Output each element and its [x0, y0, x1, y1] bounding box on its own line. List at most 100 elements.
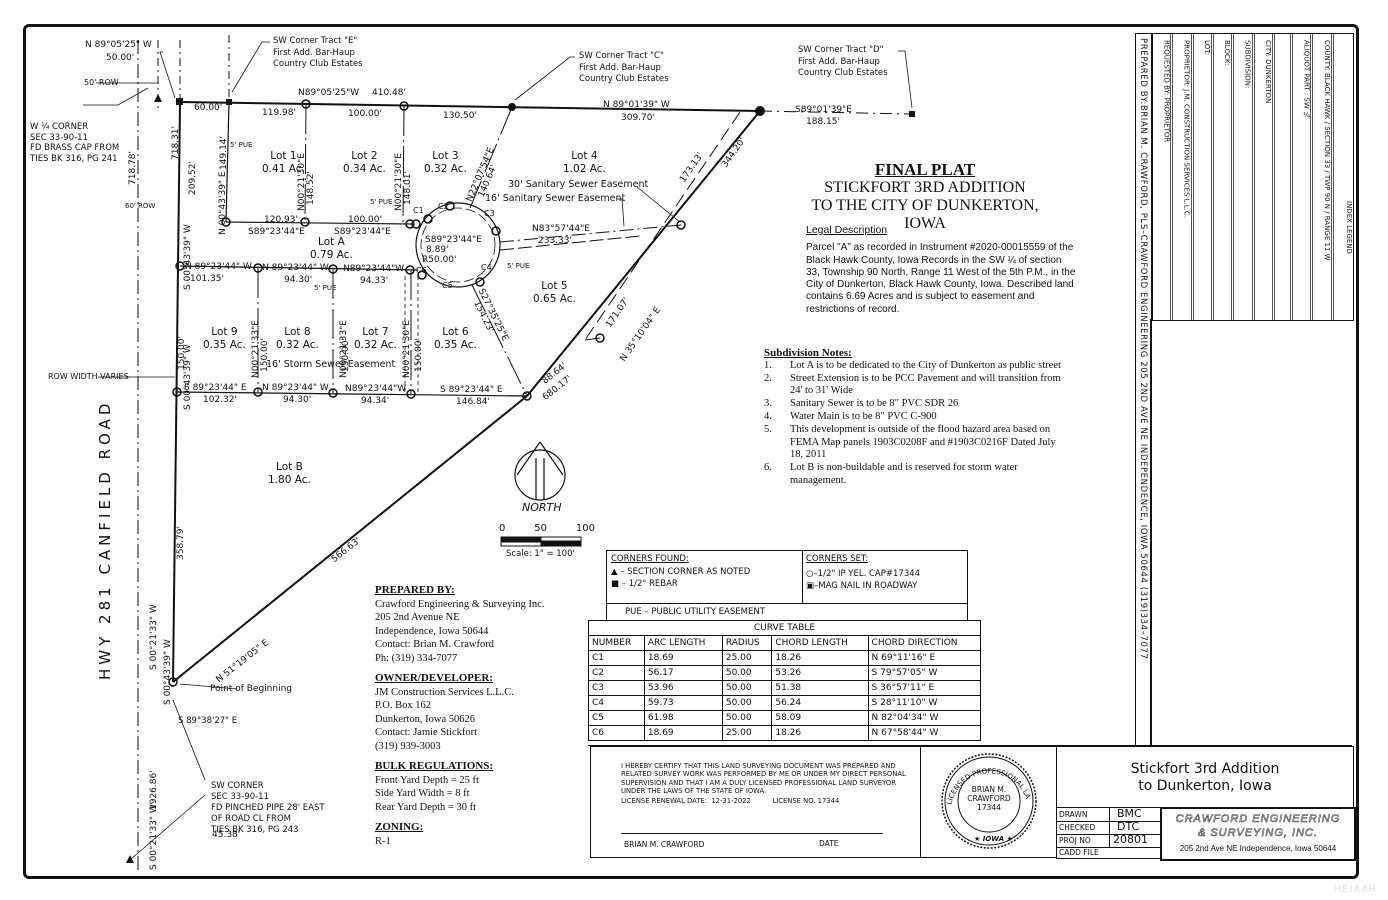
plat-subtitle-2: TO THE CITY OF DUNKERTON, IOWA: [811, 197, 1039, 232]
svg-text:188.15': 188.15': [806, 117, 840, 127]
svg-text:C3: C3: [484, 209, 495, 218]
index-row: REQUESTED BY: PROPRIETOR: [1162, 40, 1171, 143]
tract-c-note: SW Corner Tract "C" First Add. Bar-Haup …: [579, 51, 669, 86]
svg-text:94.30': 94.30': [283, 395, 311, 405]
svg-text:S 00°43'39" W: S 00°43'39" W: [183, 344, 193, 410]
prepared-strip: PREPARED BY:BRIAN M. CRAWFORD, PLS–CRAWF…: [1135, 33, 1152, 747]
svg-text:1926.86': 1926.86': [149, 770, 159, 810]
svg-text:150.00': 150.00': [260, 338, 270, 372]
svg-text:S 89°23'44" E: S 89°23'44" E: [184, 383, 247, 393]
svg-text:150.00': 150.00': [414, 338, 424, 372]
sanitary-16-label: 16' Sanitary Sewer Easement: [485, 193, 626, 204]
svg-text:S 00°21'33" W: S 00°21'33" W: [149, 804, 159, 870]
svg-text:100.00': 100.00': [348, 109, 382, 119]
svg-text:N 35°10'04" E: N 35°10'04" E: [618, 305, 663, 363]
corners-set-heading: CORNERS SET:: [806, 554, 869, 564]
svg-text:120.93': 120.93': [264, 215, 298, 225]
prepared-by: PREPARED BY: Crawford Engineering & Surv…: [375, 584, 545, 664]
scale-label: Scale: 1" = 100': [506, 549, 575, 559]
svg-text:233.33': 233.33': [538, 236, 572, 246]
plat-subtitle-1: STICKFORT 3RD ADDITION: [824, 179, 1026, 196]
svg-text:718.78': 718.78': [128, 151, 138, 185]
svg-text:C4: C4: [481, 263, 492, 272]
checked-label: CHECKED: [1059, 823, 1096, 832]
svg-text:N89°23'44"W: N89°23'44"W: [343, 264, 404, 274]
storm-16-label: 16' Storm Sewer Easement: [266, 359, 396, 370]
svg-text:171.07': 171.07': [604, 296, 632, 330]
index-row: [1271, 34, 1290, 320]
pue-note: PUE – PUBLIC UTILITY EASEMENT: [625, 607, 765, 617]
svg-text:C5: C5: [442, 281, 453, 290]
contacts-block: PREPARED BY: Crawford Engineering & Surv…: [375, 584, 575, 855]
svg-text:N 51°19'05" E: N 51°19'05" E: [215, 638, 272, 685]
square-icon: ■: [611, 579, 622, 589]
svg-text:358.79': 358.79': [176, 526, 186, 560]
index-row: LOT:: [1190, 34, 1211, 320]
watermark: HEIAAR: [1334, 884, 1378, 895]
signer-name: BRIAN M. CRAWFORD: [624, 840, 705, 849]
scale-tick: 0: [499, 523, 506, 534]
seal-state: ★ IOWA ★: [974, 835, 1013, 843]
svg-text:209.52': 209.52': [188, 161, 198, 195]
svg-text:60.00': 60.00': [194, 103, 222, 113]
svg-text:150.00': 150.00': [341, 338, 351, 372]
svg-text:94.30': 94.30': [284, 275, 312, 285]
note-item: 4.Water Main is to be 8" PVC C-900: [764, 410, 937, 422]
svg-text:N00°21'30"E: N00°21'30"E: [297, 153, 307, 211]
corners-found-heading: CORNERS FOUND:: [611, 554, 689, 564]
svg-text:N 89°23'44" W: N 89°23'44" W: [185, 262, 252, 272]
svg-text:N00°21'30"E: N00°21'30"E: [402, 320, 412, 378]
svg-text:C1: C1: [413, 206, 424, 215]
svg-text:60' ROW: 60' ROW: [125, 202, 155, 210]
svg-text:150.00': 150.00': [177, 336, 187, 370]
legal-heading: Legal Description: [806, 224, 888, 236]
note-line: First Add. Bar-Haup: [798, 56, 880, 67]
svg-text:8.89': 8.89': [426, 245, 449, 255]
w-quarter-corner-note: W ¼ CORNER SEC 33-90-11 FD BRASS CAP FRO…: [30, 122, 119, 164]
svg-text:45.38': 45.38': [212, 830, 240, 840]
proj-value: 20801: [1113, 833, 1148, 846]
note-line: Country Club Estates: [273, 59, 363, 69]
svg-text:94.34': 94.34': [361, 396, 389, 406]
drawing-info-table: DRAWN BMC CHECKED DTC PROJ NO 20801 CADD…: [1056, 807, 1162, 859]
index-row: PROPRIETOR: J.M. CONSTRUCTION SERVICES L…: [1170, 34, 1191, 320]
drawn-value: BMC: [1117, 807, 1142, 820]
svg-text:C6: C6: [416, 266, 427, 275]
svg-text:146.84': 146.84': [456, 397, 490, 407]
note-line: First Add. Bar-Haup: [579, 62, 661, 73]
svg-text:N00°21'33"E: N00°21'33"E: [251, 320, 261, 378]
note-line: SW Corner Tract "E": [273, 36, 358, 46]
row-width-label: ROW WIDTH VARIES: [48, 372, 129, 381]
boxed-square-icon: ▣: [806, 581, 815, 591]
note-line: SEC 33-90-11: [211, 792, 269, 802]
svg-text:S 00°43'39" W: S 00°43'39" W: [163, 639, 173, 705]
license-line: LICENSE RENEWAL DATE: 12-31-2022 LICENSE…: [621, 797, 840, 805]
note-line: SEC 33-90-11: [30, 132, 88, 143]
svg-text:S 00°43'39" W: S 00°43'39" W: [183, 224, 193, 290]
svg-text:N00°21'33"E: N00°21'33"E: [339, 320, 349, 378]
note-line: SW Corner Tract "D": [798, 45, 884, 55]
road-label: HWY 281 CANFIELD ROAD: [96, 399, 114, 680]
firm-address: 205 2nd Ave NE Independence, Iowa 50644: [1179, 844, 1337, 853]
note-line: W ¼ CORNER: [30, 122, 89, 132]
note-line: TIES BK 316, PG 243: [211, 825, 299, 835]
legend-item: ▣–MAG NAIL IN ROADWAY: [806, 581, 918, 591]
scale-ticks: 0 50 100: [499, 523, 595, 534]
svg-text:102.32': 102.32': [203, 395, 237, 405]
checked-value: DTC: [1117, 820, 1140, 833]
svg-text:S89°23'44"E: S89°23'44"E: [425, 235, 482, 245]
pob-bearing: S 89°38'27" E: [178, 716, 238, 726]
cadd-label: CADD FILE: [1059, 848, 1099, 857]
